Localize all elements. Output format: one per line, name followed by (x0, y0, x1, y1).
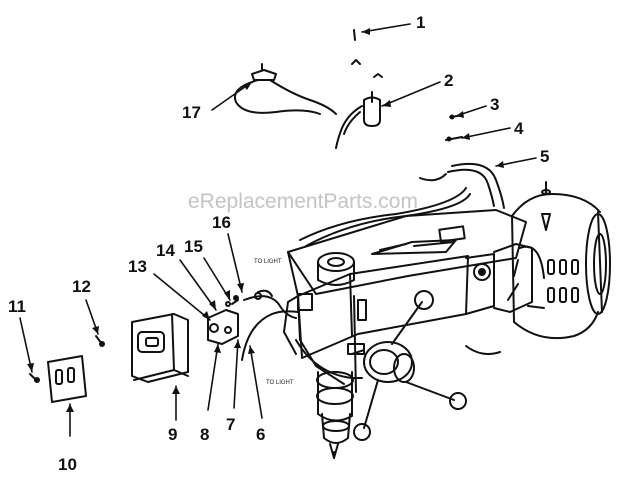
watermark: eReplacementParts.com (188, 190, 418, 213)
callout-4: 4 (514, 119, 524, 138)
switch-assembly (207, 295, 239, 345)
arrowheads (27, 28, 504, 412)
callout-11: 11 (8, 297, 26, 316)
part-4-screw (445, 136, 463, 142)
callout-labels: 1 2 3 4 5 6 7 8 9 10 11 12 13 14 15 16 1… (8, 13, 549, 474)
callout-2: 2 (444, 71, 453, 90)
callout-6: 6 (256, 425, 265, 444)
callout-8: 8 (200, 425, 209, 444)
callout-15: 15 (184, 237, 203, 256)
part-10-switch-plate (47, 355, 87, 403)
switch-leads: TO LIGHT TO LIGHT (241, 259, 299, 386)
callout-13: 13 (128, 257, 147, 276)
part-12-screw (95, 335, 105, 347)
callout-1: 1 (416, 13, 425, 32)
motor (511, 181, 611, 340)
callout-14: 14 (156, 241, 175, 260)
wire-label-lower: TO LIGHT (266, 380, 294, 386)
wire-label-upper: TO LIGHT (254, 259, 282, 265)
leader-lines (19, 23, 537, 437)
head-housing (283, 187, 533, 385)
part-9-switch-cover (131, 313, 189, 383)
part-17-lamp-cord (234, 63, 337, 115)
callout-10: 10 (58, 455, 77, 474)
depth-stop (347, 259, 519, 393)
quill-assembly (316, 371, 354, 459)
spindle-cap (317, 252, 355, 286)
feed-handle-hub (351, 290, 467, 441)
part-5-cord (419, 162, 505, 209)
part-2-switch (335, 59, 383, 149)
callout-5: 5 (540, 147, 549, 166)
part-1-pin (353, 29, 356, 41)
callout-17: 17 (182, 103, 201, 122)
callout-7: 7 (226, 415, 235, 434)
callout-12: 12 (72, 277, 91, 296)
callout-3: 3 (490, 95, 499, 114)
pulley-area (465, 345, 501, 355)
part-11-screw (29, 373, 40, 383)
callout-16: 16 (212, 213, 231, 232)
callout-9: 9 (168, 425, 177, 444)
